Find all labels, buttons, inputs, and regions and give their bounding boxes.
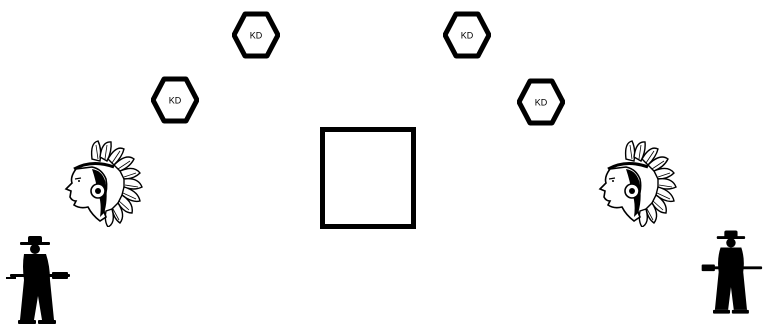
hexagon-shape: KD [151,76,199,124]
hexagon-node-kd: KD [151,76,199,124]
gunman-silhouette-icon [2,236,74,326]
hexagon-shape: KD [517,78,565,126]
hexagon-node-kd: KD [517,78,565,126]
hexagon-shape: KD [232,11,280,59]
hexagon-label: KD [169,96,182,106]
native-chief-headdress-icon [62,139,146,227]
center-square [320,127,416,229]
hexagon-label: KD [535,98,548,108]
hexagon-label: KD [461,31,474,41]
gunman-silhouette-icon [696,228,764,318]
hexagon-shape: KD [443,11,491,59]
hexagon-label: KD [250,31,263,41]
native-chief-headdress-icon [596,139,680,227]
hexagon-node-kd: KD [443,11,491,59]
hexagon-node-kd: KD [232,11,280,59]
